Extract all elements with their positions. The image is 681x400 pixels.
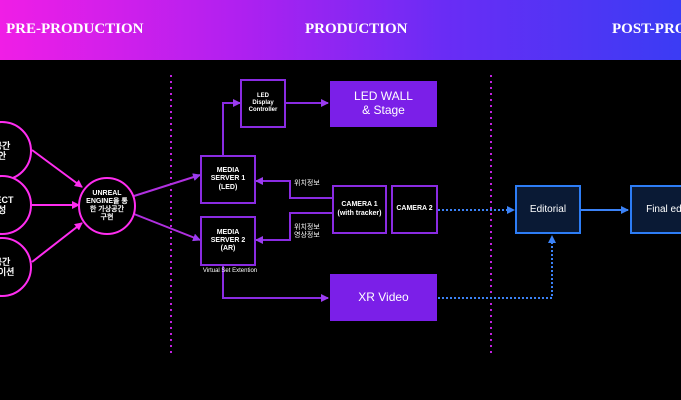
media-server-2: MEDIA SERVER 2 (AR) [200, 216, 256, 266]
position-video-info-label: 위치정보 영상정보 [294, 224, 320, 240]
post-production-arrows [438, 206, 629, 299]
pre-production-arrows [31, 149, 201, 263]
final-edit-node: Final edi [630, 185, 681, 234]
led-wall-stage: LED WALL & Stage [330, 81, 437, 127]
phase-production: PRODUCTION [305, 21, 408, 37]
phase-post-production: POST-PRO [612, 21, 681, 37]
media-server-1: MEDIA SERVER 1 (LED) [200, 155, 256, 204]
editorial-node: Editorial [515, 185, 581, 234]
position-info-label: 위치정보 [294, 180, 320, 187]
phase-pre-production: PRE-PRODUCTION [6, 21, 144, 37]
camera-1: CAMERA 1 (with tracker) [332, 185, 387, 234]
unreal-engine-node: UNREAL ENGINE을 통 한 가상공간 구현 [78, 177, 136, 235]
xr-video: XR Video [330, 274, 437, 321]
virtual-set-label: Virtual Set Extention [202, 268, 258, 274]
phase-banner [0, 0, 681, 60]
led-display-controller: LED Display Controller [240, 79, 286, 128]
camera-2: CAMERA 2 [391, 185, 438, 234]
production-arrows [222, 99, 332, 302]
